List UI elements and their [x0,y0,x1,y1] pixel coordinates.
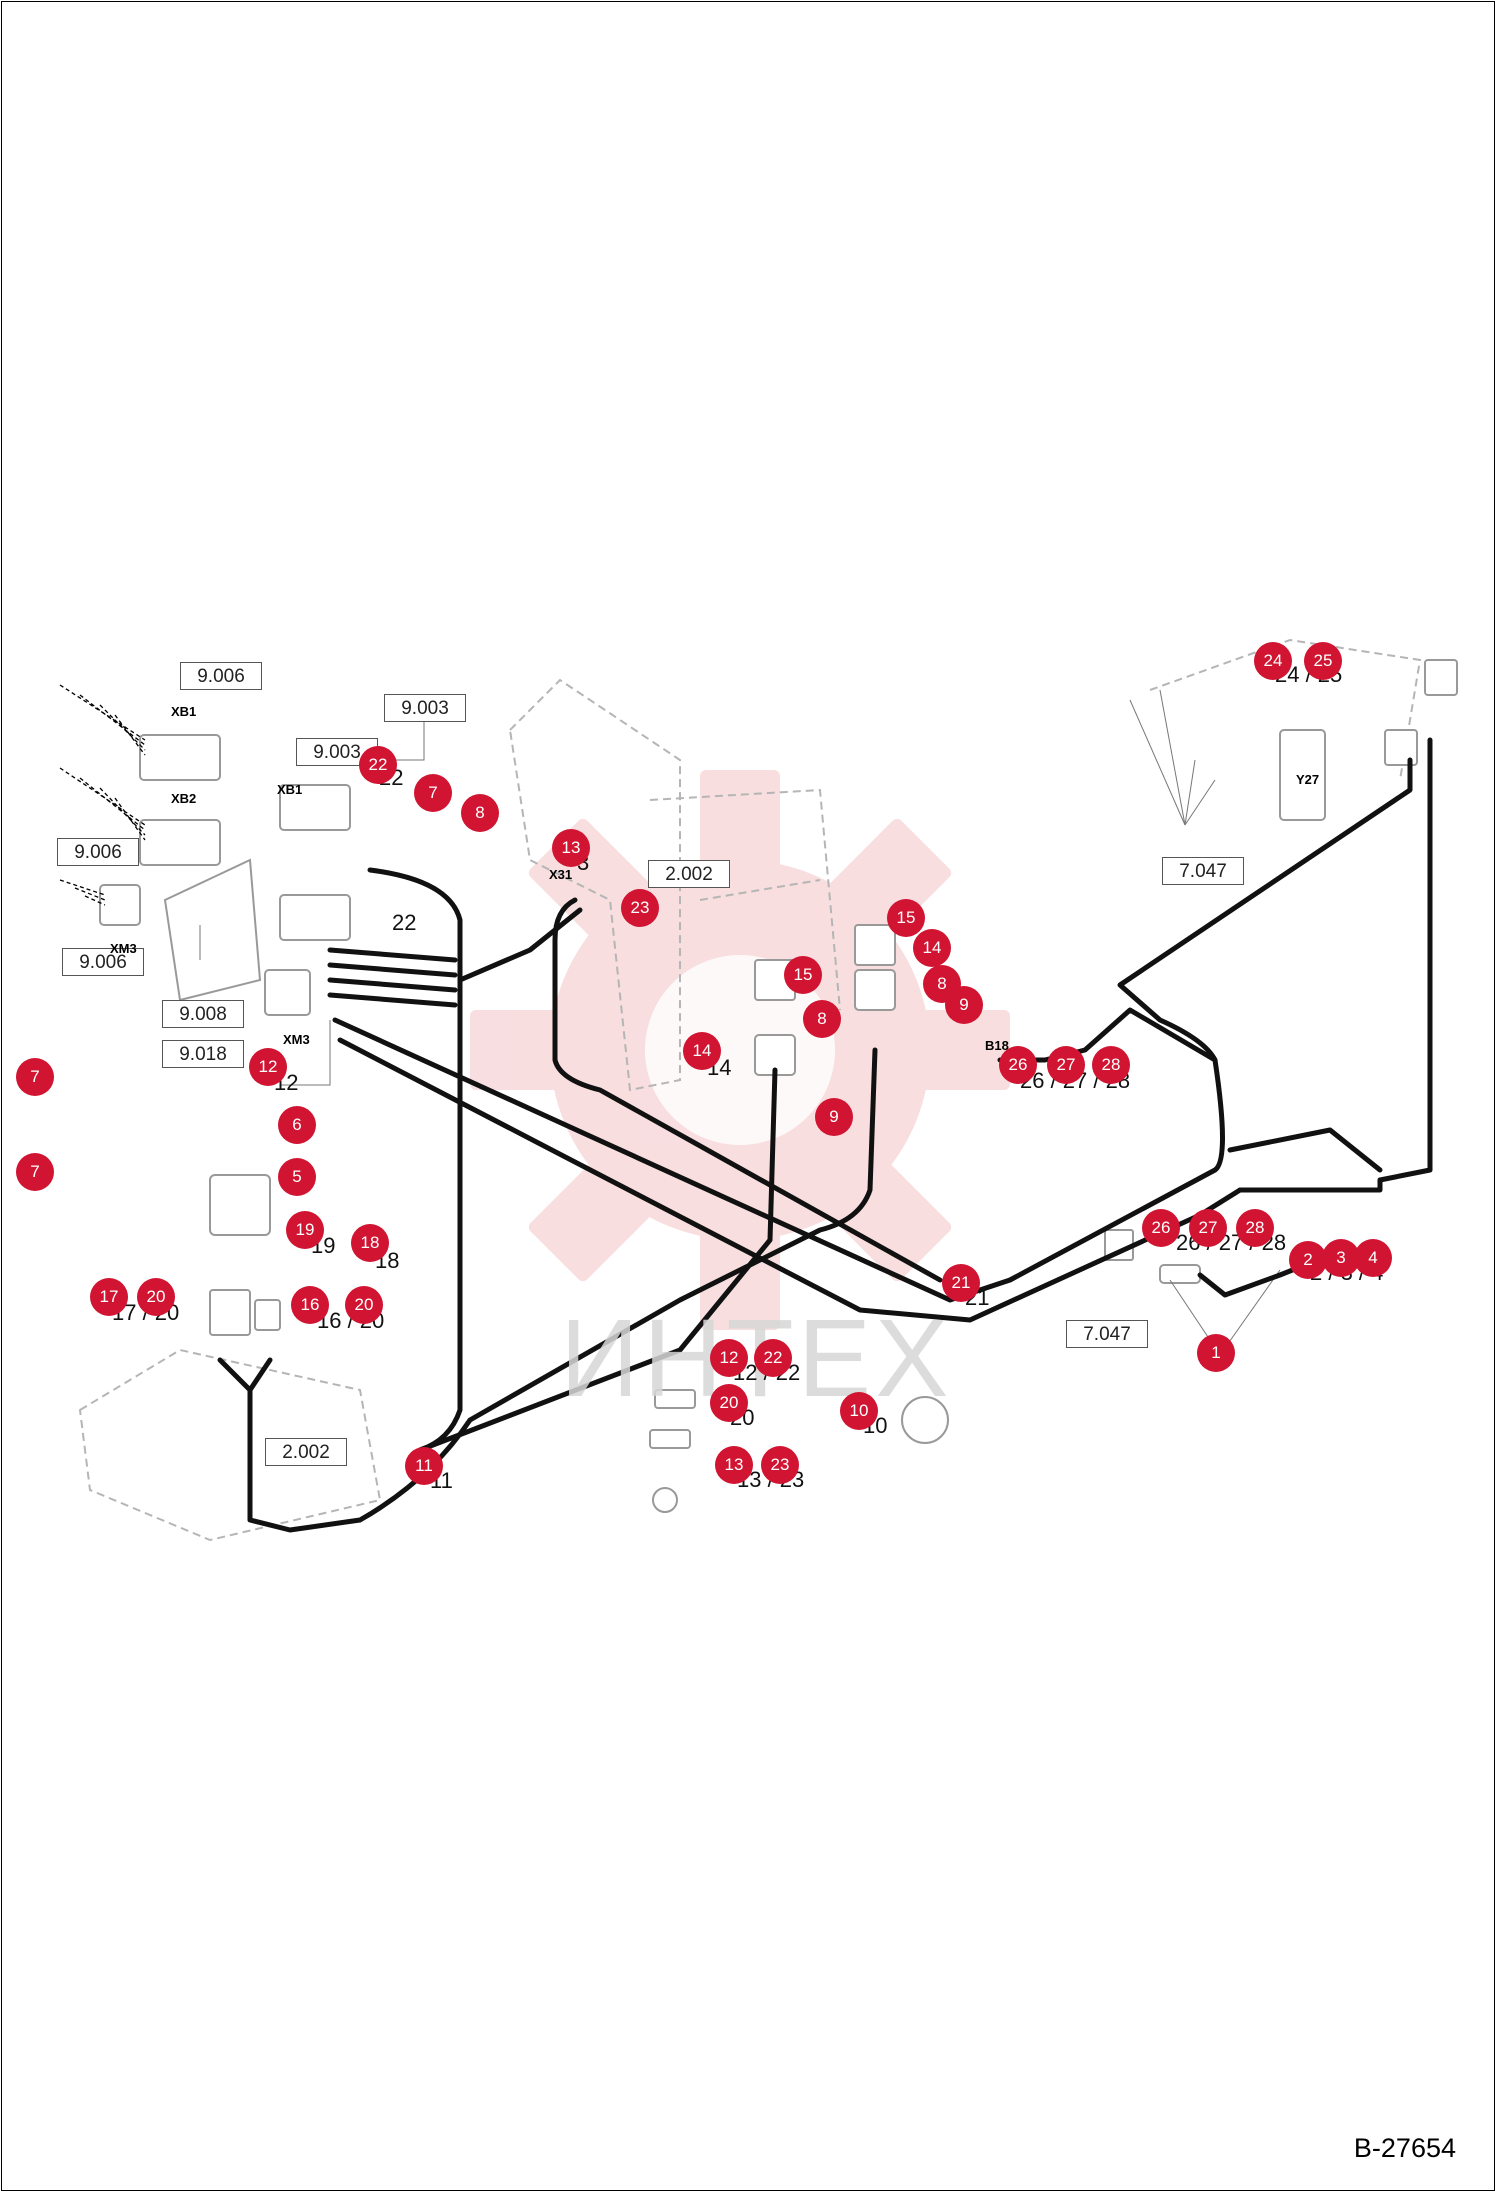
callout-2[interactable]: 2 [1289,1241,1327,1279]
callout-20[interactable]: 20 [137,1278,175,1316]
callout-12[interactable]: 12 [249,1048,287,1086]
callout-23[interactable]: 23 [621,889,659,927]
sensor-lines [59,684,146,906]
callout-9[interactable]: 9 [815,1098,853,1136]
drawing-number: B-27654 [1353,2133,1456,2163]
callout-13[interactable]: 13 [715,1446,753,1484]
reference-box: 2.002 [648,860,730,888]
machine-frame-sketch [78,638,1422,1542]
wire-harness [217,737,1433,1533]
callout-26[interactable]: 26 [999,1046,1037,1084]
reference-box: 9.003 [384,694,466,722]
callout-4[interactable]: 4 [1354,1239,1392,1277]
callout-10[interactable]: 10 [840,1392,878,1430]
callout-15[interactable]: 15 [887,899,925,937]
reference-box: 9.018 [162,1040,244,1068]
connector-label: Y27 [1296,772,1320,787]
callout-7[interactable]: 7 [16,1153,54,1191]
watermark-gear-hole [645,955,835,1145]
connector-label: XB1 [171,704,197,719]
reference-box: 7.047 [1162,857,1244,885]
leader-lines [199,689,1281,1356]
reference-box: 2.002 [265,1438,347,1466]
callout-14[interactable]: 14 [913,929,951,967]
reference-box: 9.006 [57,838,139,866]
callout-3[interactable]: 3 [1322,1239,1360,1277]
reference-box: 9.006 [62,948,144,976]
callout-7[interactable]: 7 [414,774,452,812]
connector-label: XM3 [110,941,137,956]
reference-box: 9.006 [180,662,262,690]
callout-20[interactable]: 20 [345,1286,383,1324]
callout-17[interactable]: 17 [90,1278,128,1316]
callout-27[interactable]: 27 [1047,1046,1085,1084]
callout-26[interactable]: 26 [1142,1209,1180,1247]
reference-box: 9.008 [162,1000,244,1028]
component-sketches [99,659,1458,1513]
callout-21[interactable]: 21 [942,1264,980,1302]
connector-label: XB1 [277,782,303,797]
callout-7[interactable]: 7 [16,1058,54,1096]
callout-13[interactable]: 13 [552,829,590,867]
callout-23[interactable]: 23 [761,1446,799,1484]
callout-8[interactable]: 8 [803,1000,841,1038]
callout-12[interactable]: 12 [710,1339,748,1377]
connector-label: B18 [985,1038,1009,1053]
part-number: 22 [392,910,417,935]
connector-label: XB2 [171,791,197,806]
callout-24[interactable]: 24 [1254,642,1292,680]
callout-1[interactable]: 1 [1197,1334,1235,1372]
connector-label: XM3 [283,1032,310,1047]
connector-label: X31 [549,867,573,882]
callout-28[interactable]: 28 [1092,1046,1130,1084]
callout-15[interactable]: 15 [784,956,822,994]
callout-9[interactable]: 9 [945,986,983,1024]
callout-5[interactable]: 5 [278,1158,316,1196]
callout-22[interactable]: 22 [359,746,397,784]
callout-6[interactable]: 6 [278,1106,316,1144]
callout-16[interactable]: 16 [291,1286,329,1324]
callout-20[interactable]: 20 [710,1384,748,1422]
callout-28[interactable]: 28 [1236,1209,1274,1247]
callout-8[interactable]: 8 [461,794,499,832]
callout-19[interactable]: 19 [286,1211,324,1249]
callout-14[interactable]: 14 [683,1032,721,1070]
callout-18[interactable]: 18 [351,1224,389,1262]
callout-25[interactable]: 25 [1304,642,1342,680]
reference-box: 7.047 [1066,1320,1148,1348]
callout-22[interactable]: 22 [754,1339,792,1377]
callout-11[interactable]: 11 [405,1447,443,1485]
callout-27[interactable]: 27 [1189,1209,1227,1247]
